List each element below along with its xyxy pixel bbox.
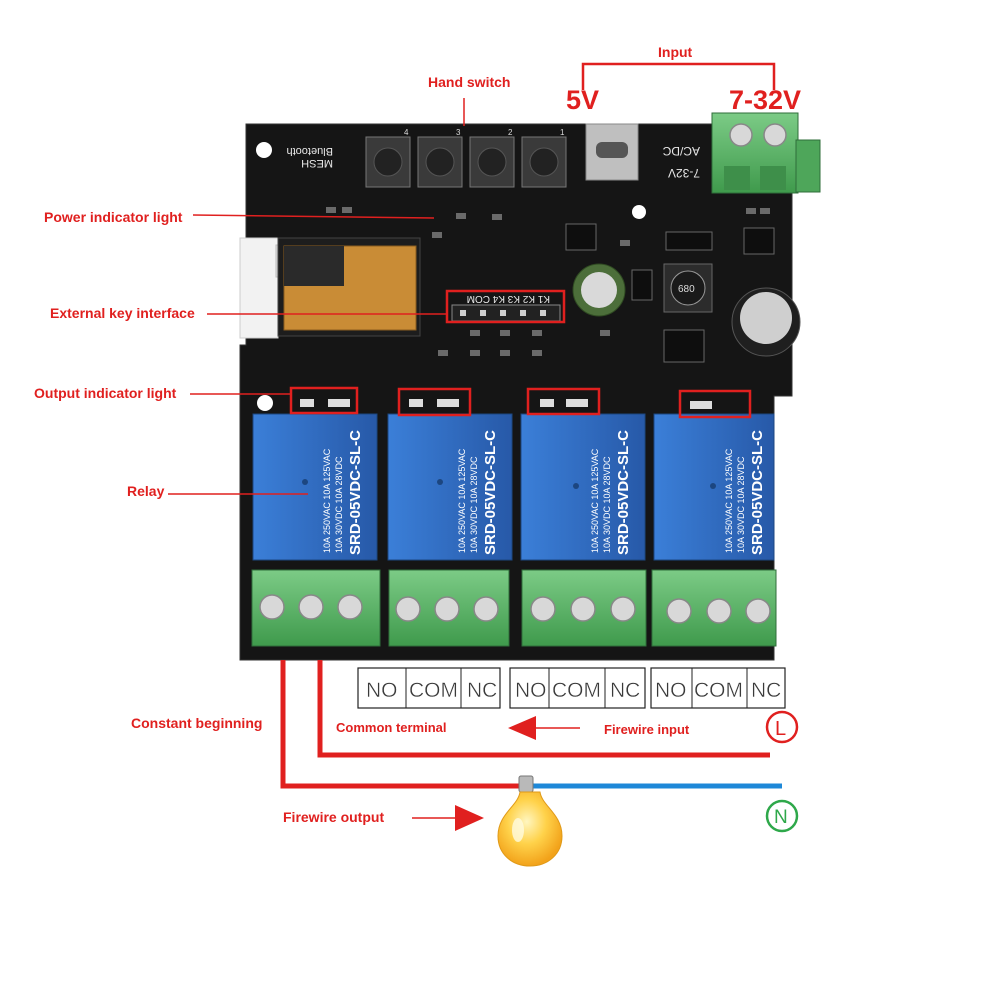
- relay-model: SRD-05VDC-SL-C: [749, 430, 766, 555]
- relay-model: SRD-05VDC-SL-C: [615, 430, 632, 555]
- power-indicator-label: Power indicator light: [44, 209, 183, 225]
- terminal-label-nc: NC: [610, 679, 640, 702]
- constant-beginning-label: Constant beginning: [131, 715, 263, 731]
- live-input-wire: [317, 660, 770, 758]
- hand-switch-label: Hand switch: [428, 74, 511, 90]
- relay-rating-ac: 10A 250VAC 10A 125VAC: [590, 448, 600, 553]
- wiring: [280, 660, 782, 789]
- common-terminal-label: Common terminal: [336, 720, 447, 735]
- relay-rating-dc: 10A 30VDC 10A 28VDC: [602, 456, 612, 553]
- relay-rating-ac: 10A 250VAC 10A 125VAC: [457, 448, 467, 553]
- relay-rating-dc: 10A 30VDC 10A 28VDC: [469, 456, 479, 553]
- terminal-label-no: NO: [655, 679, 687, 702]
- terminal-label-com: COM: [694, 679, 743, 702]
- bluetooth-silkscreen: Bluetooth: [287, 145, 333, 157]
- relay-rating-ac: 10A 250VAC 10A 125VAC: [724, 448, 734, 553]
- terminal-label-com: COM: [409, 679, 458, 702]
- usb-voltage-label: 5V: [566, 85, 600, 115]
- lamp-output-wire: [280, 660, 522, 789]
- key-header-silkscreen: K1 K2 K3 K4 COM: [467, 293, 550, 304]
- firewire-output-label: Firewire output: [283, 809, 385, 825]
- tactile-buttons: 4 3 2 1: [365, 128, 567, 188]
- input-label: Input: [658, 44, 693, 60]
- button-number: 2: [508, 128, 513, 137]
- voltage-silkscreen: 7-32V: [668, 166, 700, 180]
- relay: 10A 250VAC 10A 125VAC 10A 30VDC 10A 28VD…: [252, 413, 378, 561]
- acdc-silkscreen: AC/DC: [662, 144, 700, 158]
- relay-rating-ac: 10A 250VAC 10A 125VAC: [322, 448, 332, 553]
- arrow-left-icon: [508, 716, 580, 740]
- terminal-label-nc: NC: [751, 679, 781, 702]
- terminal-label-no: NO: [366, 679, 398, 702]
- mesh-silkscreen: MESH: [301, 157, 333, 169]
- terminal-label-nc: NC: [467, 679, 497, 702]
- terminal-label-com: COM: [552, 679, 601, 702]
- output-indicator-label: Output indicator light: [34, 385, 177, 401]
- light-bulb-icon: [497, 775, 563, 867]
- live-symbol-text: L: [775, 718, 786, 740]
- output-led-row: [300, 399, 712, 409]
- button-number: 3: [456, 128, 461, 137]
- arrow-right-icon: [412, 805, 484, 831]
- relay: 10A 250VAC 10A 125VAC 10A 30VDC 10A 28VD…: [653, 413, 775, 561]
- neutral-symbol-icon: N: [765, 799, 799, 833]
- relay-model: SRD-05VDC-SL-C: [482, 430, 499, 555]
- annotation-pointers: [168, 62, 776, 495]
- external-key-label: External key interface: [50, 305, 195, 321]
- neutral-symbol-text: N: [774, 807, 788, 828]
- live-symbol-icon: L: [765, 710, 799, 744]
- inductor-code: 680: [678, 284, 695, 295]
- relay-model: SRD-05VDC-SL-C: [347, 430, 364, 555]
- relay-rating-dc: 10A 30VDC 10A 28VDC: [334, 456, 344, 553]
- relay: 10A 250VAC 10A 125VAC 10A 30VDC 10A 28VD…: [520, 413, 646, 561]
- power-input-terminal: [711, 112, 821, 194]
- firewire-input-label: Firewire input: [604, 722, 690, 737]
- relay-label: Relay: [127, 483, 165, 499]
- relay: 10A 250VAC 10A 125VAC 10A 30VDC 10A 28VD…: [387, 413, 513, 561]
- button-number: 4: [404, 128, 409, 137]
- terminal-voltage-label: 7-32V: [729, 85, 802, 115]
- pcb-board: Bluetooth MESH AC/DC 7-32V K1 K2 K3 K4 C…: [239, 123, 801, 661]
- relay-rating-dc: 10A 30VDC 10A 28VDC: [736, 456, 746, 553]
- button-number: 1: [560, 128, 565, 137]
- terminal-label-no: NO: [515, 679, 547, 702]
- terminal-label-strip: NO COM NC NO COM NC NO COM NC: [357, 667, 786, 709]
- relay-terminals: [251, 569, 777, 647]
